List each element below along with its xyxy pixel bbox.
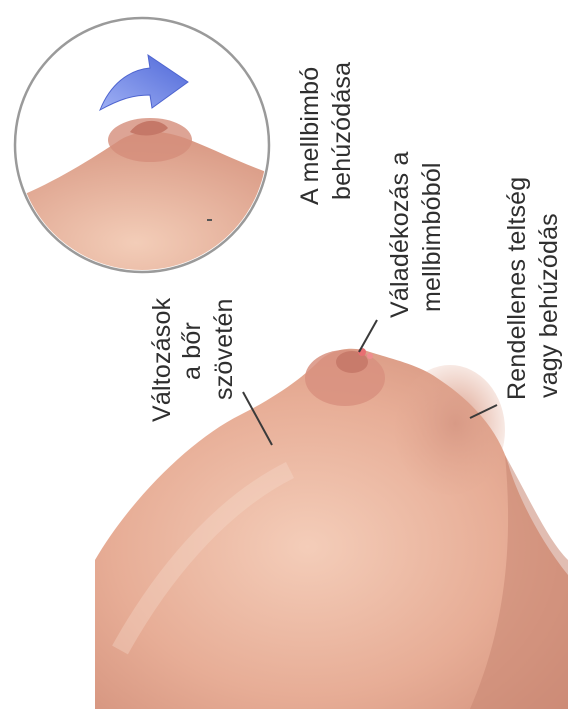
label-nipple-discharge: Váladékozás a mellbimbóból bbox=[386, 151, 446, 318]
label-skin-line3: szövetén bbox=[210, 298, 238, 400]
retraction-inset bbox=[10, 10, 290, 280]
label-abnormal-fullness: Rendellenes teltség vagy behúzódás bbox=[503, 177, 563, 400]
label-skin-line1: Változások bbox=[148, 297, 176, 422]
label-fullness-line1: Rendellenes teltség bbox=[503, 177, 531, 400]
label-retraction-line2: behúzódása bbox=[328, 62, 356, 200]
discharge-drop bbox=[367, 353, 373, 359]
leader-discharge bbox=[359, 320, 377, 352]
label-skin-line2: a bőr bbox=[178, 322, 206, 380]
label-fullness-line2: vagy behúzódás bbox=[535, 213, 563, 398]
label-discharge-line2: mellbimbóból bbox=[418, 162, 446, 312]
label-skin-changes: Változások a bőr szövetén bbox=[148, 297, 238, 422]
label-nipple-retraction: A mellbimbó behúzódása bbox=[296, 62, 356, 205]
lump-area bbox=[395, 365, 505, 495]
label-discharge-line1: Váladékozás a bbox=[386, 151, 414, 318]
label-retraction-line1: A mellbimbó bbox=[296, 67, 324, 205]
